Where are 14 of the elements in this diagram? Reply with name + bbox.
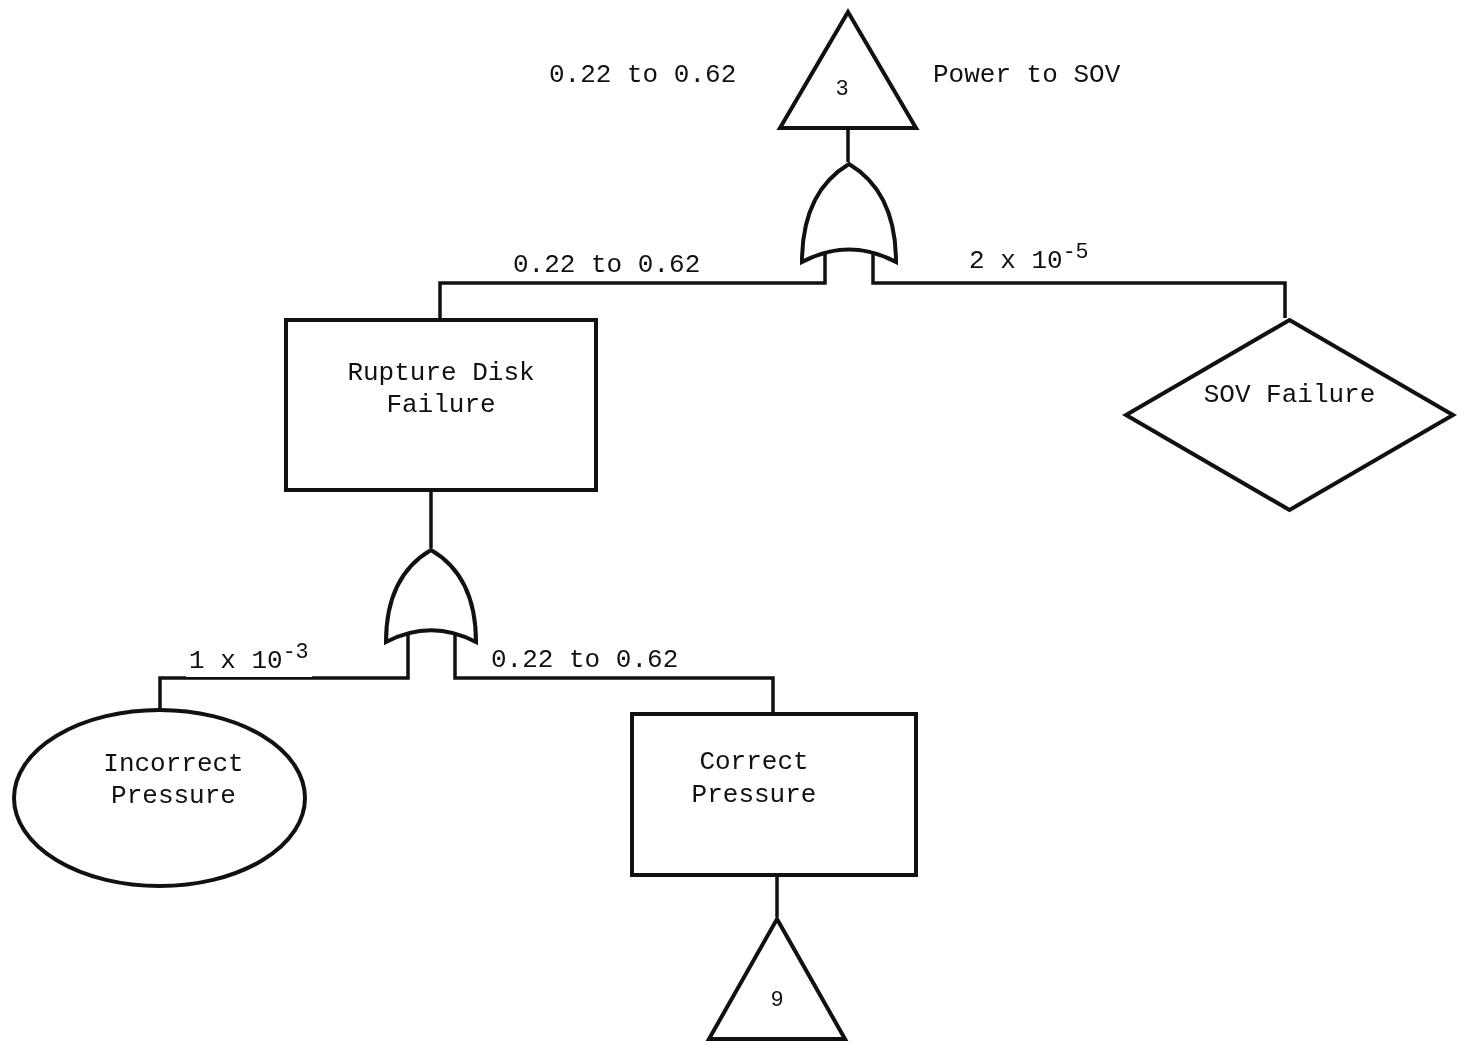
connector-line [846, 130, 850, 162]
connector-line [453, 633, 775, 712]
event-label: Incorrect Pressure [102, 747, 245, 813]
event-label: SOV Failure [1203, 378, 1376, 412]
transfer-number: 9 [770, 987, 784, 1015]
connector-line [438, 252, 827, 318]
connector-line [871, 252, 1287, 318]
connector-line [158, 633, 410, 708]
transfer-number: 3 [835, 76, 849, 104]
connector-line [775, 877, 779, 917]
edge-label: 1 x 10$^{-3}$ [186, 640, 312, 677]
event-label: Correct Pressure [690, 746, 818, 811]
connector-line [429, 492, 433, 548]
event-label: Rupture Disk Failure [346, 356, 536, 422]
